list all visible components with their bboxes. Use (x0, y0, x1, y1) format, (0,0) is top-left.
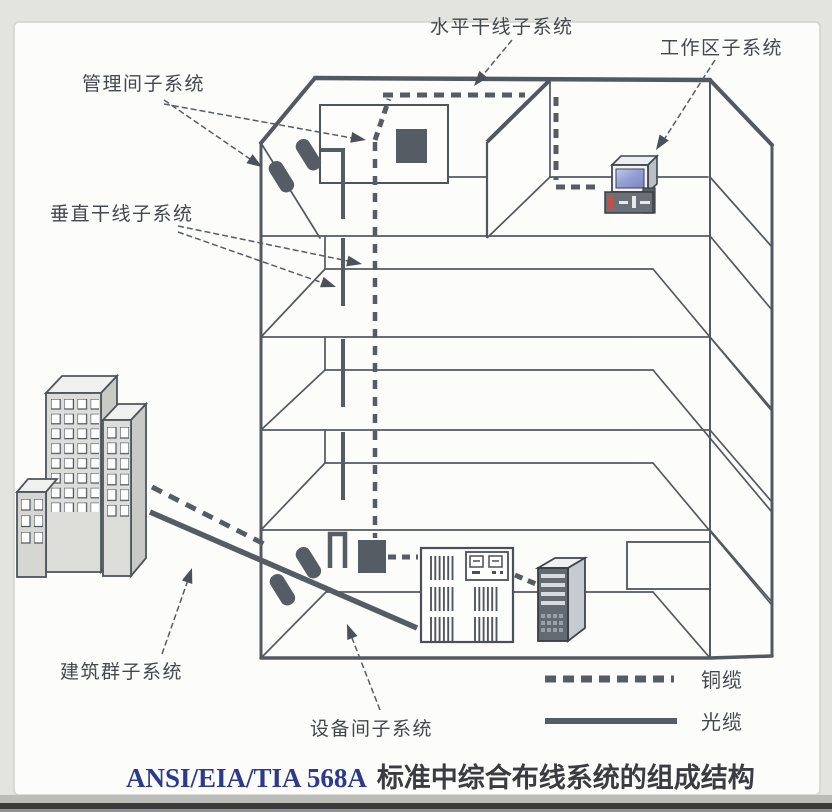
label-equipment-room: 设备间子系统 (310, 718, 433, 740)
legend-copper-label: 铜缆 (701, 669, 743, 692)
legend: 铜缆 光缆 (545, 669, 743, 734)
computer-workstation (604, 154, 659, 214)
monitor-screen (615, 168, 645, 189)
management-patch-panels (268, 138, 322, 193)
title-standard: ANSI/EIA/TIA 568A (126, 763, 367, 793)
ground-floor-door (626, 541, 711, 590)
label-vertical-backbone: 垂直干线子系统 (50, 203, 194, 225)
riser-conduit (327, 531, 348, 568)
partition-wall (485, 78, 552, 239)
diagram-title: ANSI/EIA/TIA 568A 标准中综合布线系统的组成结构 (126, 762, 755, 793)
server-tower (534, 556, 589, 643)
title-text: 标准中综合布线系统的组成结构 (377, 762, 755, 793)
campus-copper-cable (150, 484, 270, 549)
building-structure (259, 75, 774, 660)
leader-lines (161, 39, 716, 711)
building-windows (21, 499, 43, 548)
campus-buildings (15, 373, 149, 579)
building-windows (51, 399, 99, 512)
management-cabinet (396, 129, 427, 163)
campus-fiber-cable (148, 509, 419, 631)
legend-fiber-label: 光缆 (701, 711, 743, 734)
label-work-area: 工作区子系统 (660, 37, 783, 59)
label-horizontal-backbone: 水平干线子系统 (430, 16, 574, 38)
distribution-frame (419, 546, 515, 644)
equipment-patch-panels (269, 546, 322, 606)
frame-control-panel (465, 551, 509, 581)
desktop-base (604, 191, 654, 214)
label-campus-subsystem: 建筑群子系统 (60, 661, 183, 683)
cables (148, 92, 601, 631)
fiber-riser-cable (321, 148, 345, 500)
building-windows (107, 427, 129, 517)
riser-junction-box (358, 540, 386, 573)
equipment-room (269, 531, 515, 644)
leader-arrowheads (181, 70, 669, 640)
label-management-room: 管理间子系统 (82, 73, 205, 95)
management-room (319, 104, 449, 184)
